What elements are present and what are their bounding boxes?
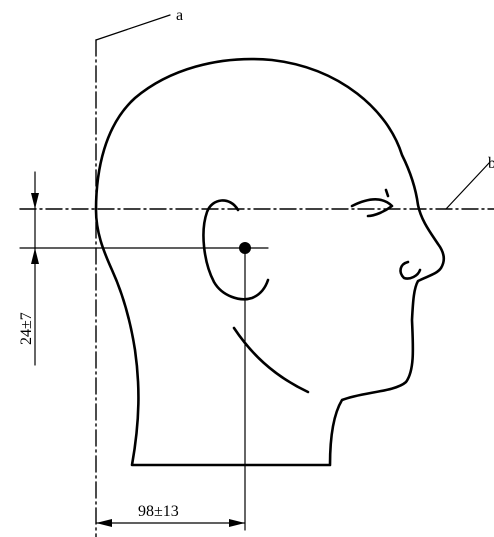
vertical-dimension-arrow-top — [31, 193, 39, 209]
jaw-line — [232, 326, 310, 394]
label-a: a — [176, 7, 183, 24]
horizontal-dimension-arrow-left — [96, 519, 112, 527]
leader-line-a — [95, 14, 171, 41]
leader-line-b — [445, 161, 491, 210]
vertical-dimension-arrow-bottom — [31, 248, 39, 264]
eye — [350, 188, 394, 218]
label-b: b — [488, 155, 494, 172]
vertical-dimension-text: 24±7 — [18, 312, 35, 345]
nostril — [399, 260, 422, 280]
horizontal-dimension-text: 98±13 — [138, 503, 179, 520]
horizontal-dimension-arrow-right — [229, 519, 245, 527]
head-outline — [94, 57, 446, 467]
ear — [202, 199, 270, 301]
